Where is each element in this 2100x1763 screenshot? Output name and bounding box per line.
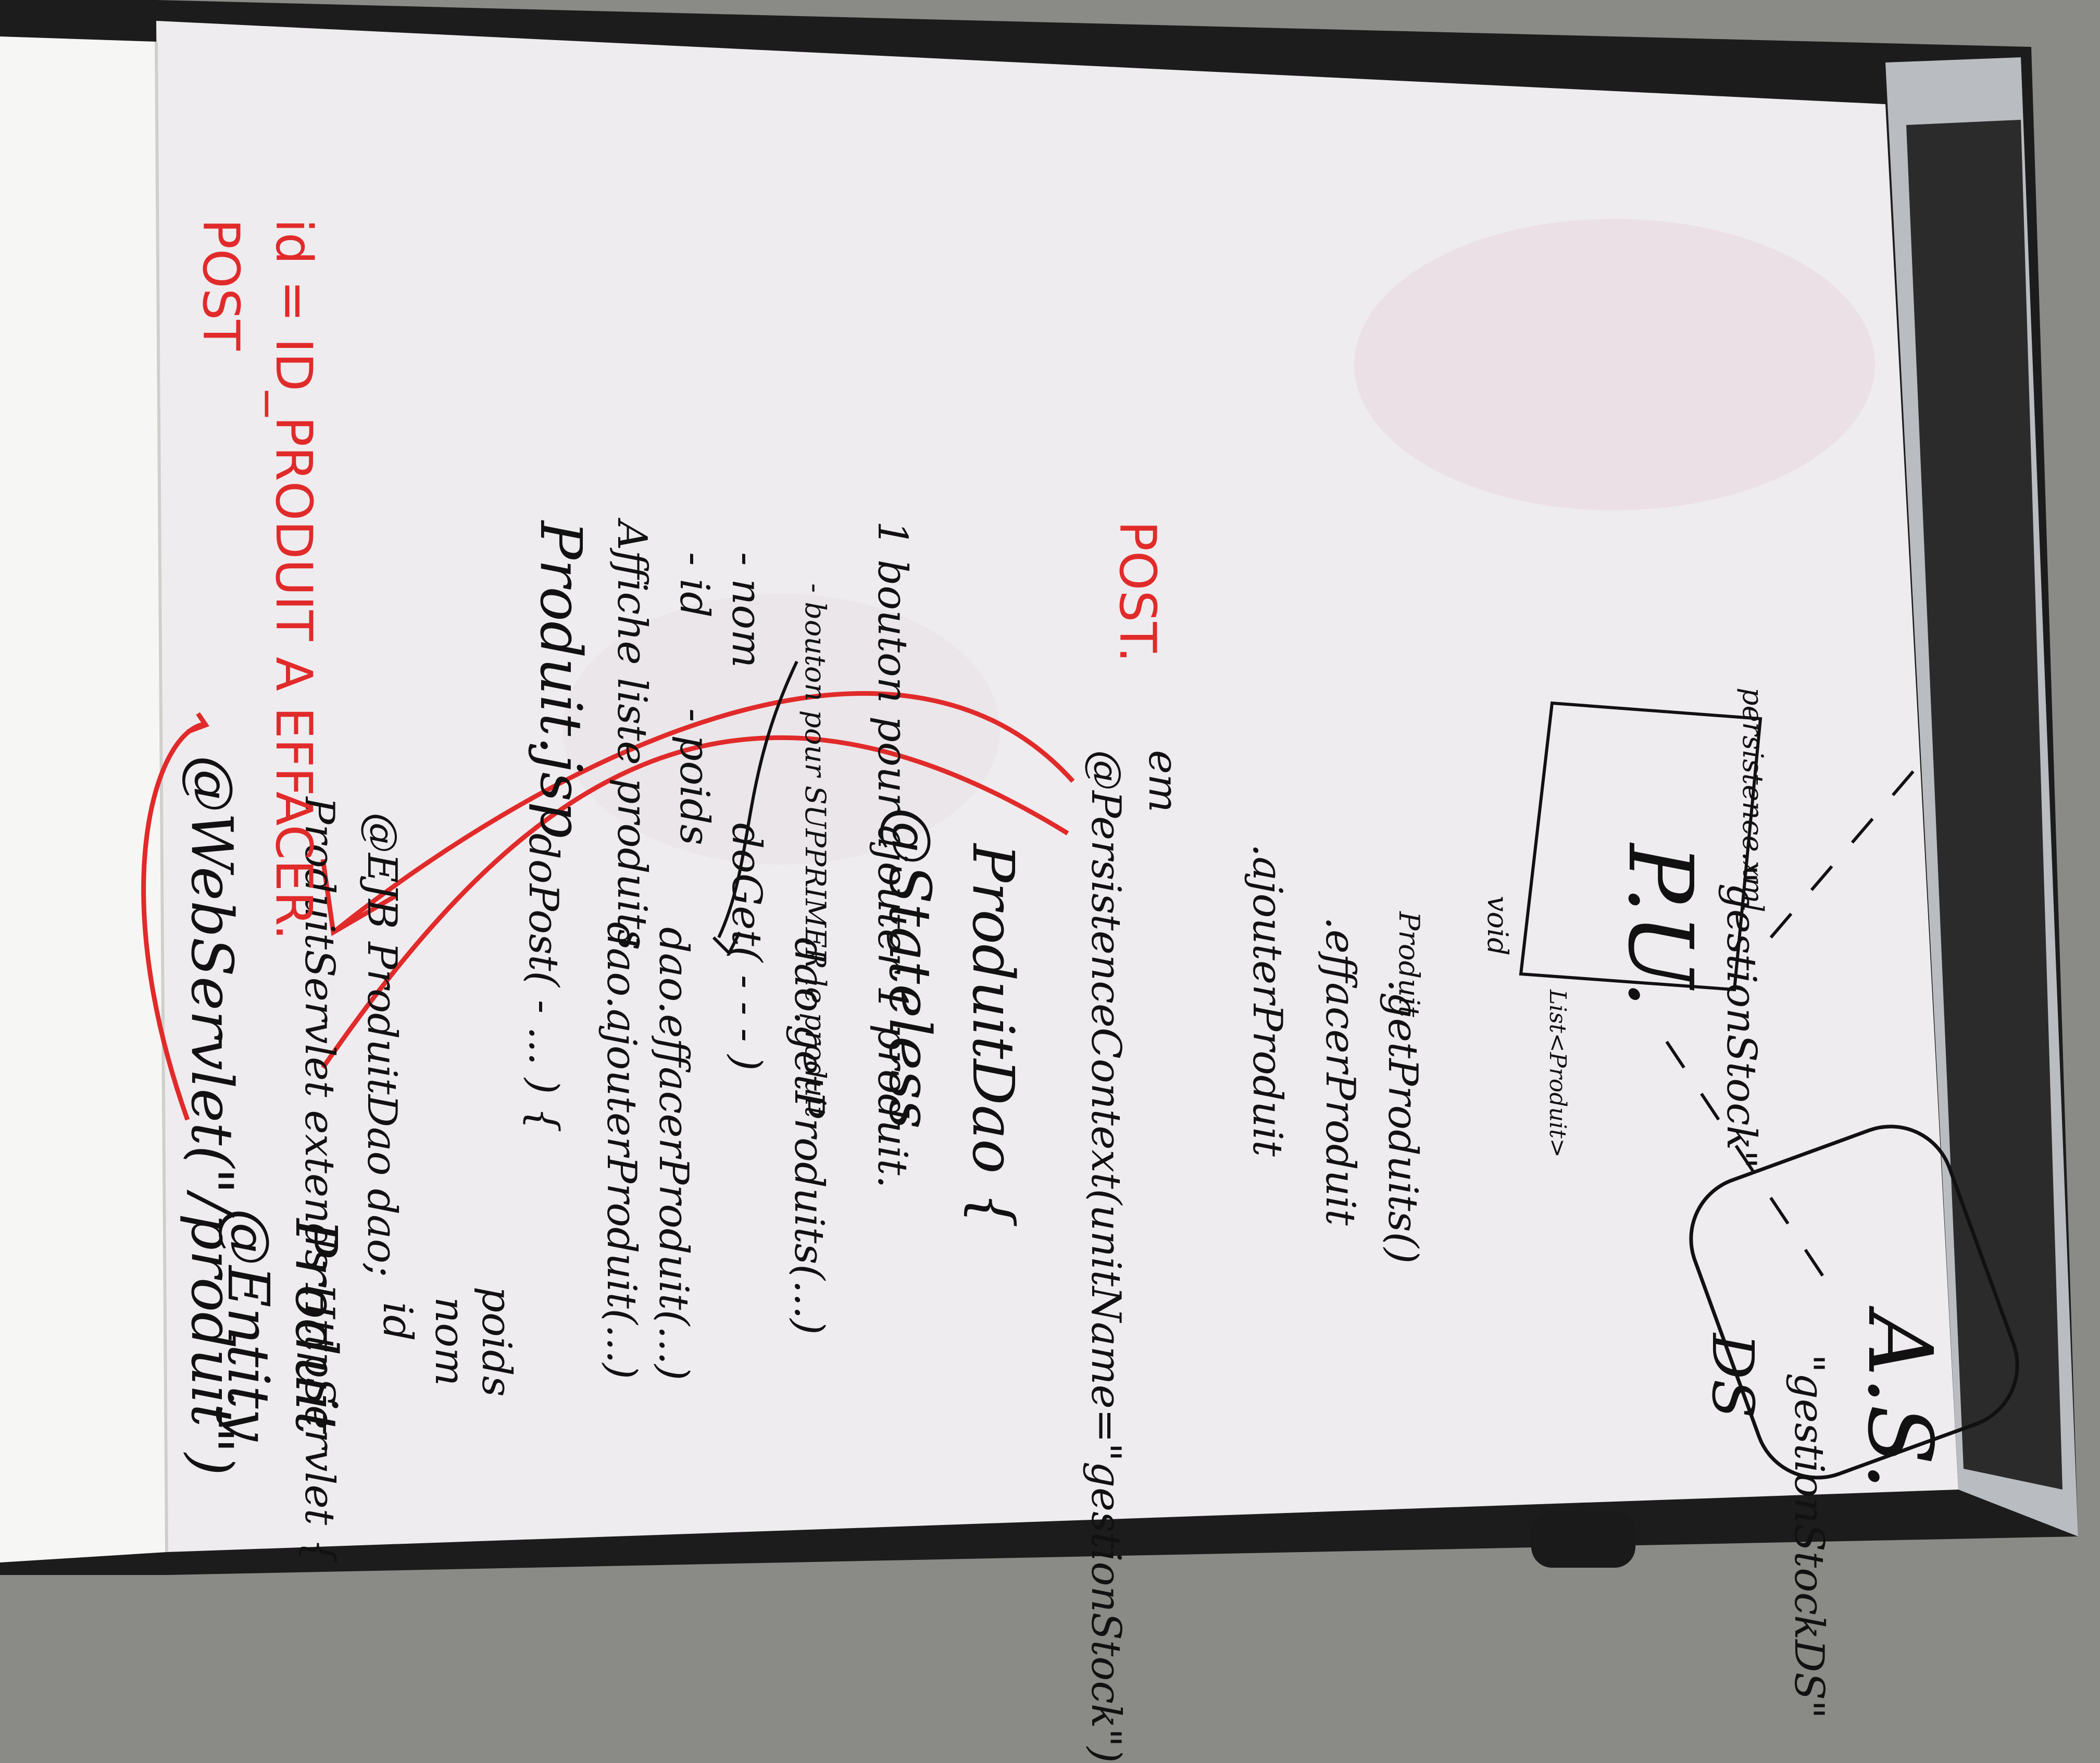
red-arrow-head: [320, 859, 397, 936]
pu-file: persistence.xml: [1736, 687, 1769, 912]
jsp-col-4: - bouton pour SUPPRIMER le produit: [799, 583, 832, 1118]
method-get-return: List<Produit>: [1544, 990, 1571, 1158]
method-get: .getProduits(): [1379, 979, 1426, 1264]
as-box: [1689, 1124, 2019, 1480]
red-param-label: id = ID_PRODUIT A EFFACER.: [265, 219, 323, 941]
persistence-field: em: [1140, 750, 1186, 813]
board-smudge: [1354, 219, 1875, 510]
whiteboard-photo: [0, 0, 2078, 1575]
servlet-doget: doGet( - - - ): [723, 823, 770, 1071]
entity-annotation: @Entity: [215, 1208, 282, 1441]
flipchart-paper: [0, 36, 167, 1562]
black-arrow-doget: [717, 660, 798, 939]
paper-edge: [155, 41, 168, 1553]
red-post-label-2: POST.: [1108, 521, 1167, 663]
persistence-annotation: @PersistenceContext(unitName="gestionSto…: [1082, 750, 1129, 1763]
red-arrow-add: [332, 691, 1075, 934]
pu-title: P.U.: [1608, 844, 1711, 1008]
ds-name: "gestionStockDS": [1785, 1354, 1832, 1719]
pu-box: [1519, 701, 1763, 992]
red-arrow-post: [141, 721, 206, 1121]
dashed-link: [1665, 1041, 1824, 1277]
dashed-link: [1769, 754, 1929, 939]
board-smudge: [562, 594, 1000, 865]
method-add: .ajouterProduit: [1244, 844, 1291, 1157]
jsp-line-2: 1 bouton pour ajouter 1 produit.: [869, 521, 916, 1189]
red-arrow-delete: [321, 735, 1069, 1069]
black-arrow-head: [712, 931, 741, 956]
method-delete: .effacerProduit: [1317, 917, 1364, 1226]
servlet-dao-add: dao.ajouterProduit(...): [598, 922, 645, 1379]
red-post-label: POST: [192, 219, 250, 351]
easel-knob: [1531, 1510, 1635, 1568]
entity-field-2: nom: [426, 1297, 473, 1386]
ds-label: DS: [1699, 1333, 1766, 1419]
servlet-dopost: doPost( - ... ) {: [520, 833, 567, 1133]
handwriting-layer: @WebServlet("/produit") ProduitServlet e…: [179, 219, 1951, 1763]
jsp-col-2: - nom: [723, 552, 770, 668]
servlet-dao-delete: dao.effacerProduit(...): [650, 927, 697, 1381]
jsp-title: Produit.jsp: [528, 521, 594, 839]
clamp-bar-shadow: [1906, 120, 2062, 1490]
jsp-line-1: Affiche liste produits: [608, 521, 655, 951]
as-label: A.S.: [1848, 1312, 1951, 1491]
red-arrow-head: [186, 712, 209, 734]
jsp-col-1: - id: [671, 552, 718, 618]
jsp-col-3: - poids: [671, 708, 718, 845]
method-add-return: void: [1481, 896, 1514, 956]
entity-class: Produit: [283, 1219, 349, 1434]
entity-field-3: poids: [473, 1286, 520, 1397]
entity-field-1: id: [374, 1302, 421, 1341]
servlet-ejb: @EJB ProduitDao dao;: [358, 812, 405, 1277]
stateless-class: ProduitDao {: [960, 844, 1027, 1229]
